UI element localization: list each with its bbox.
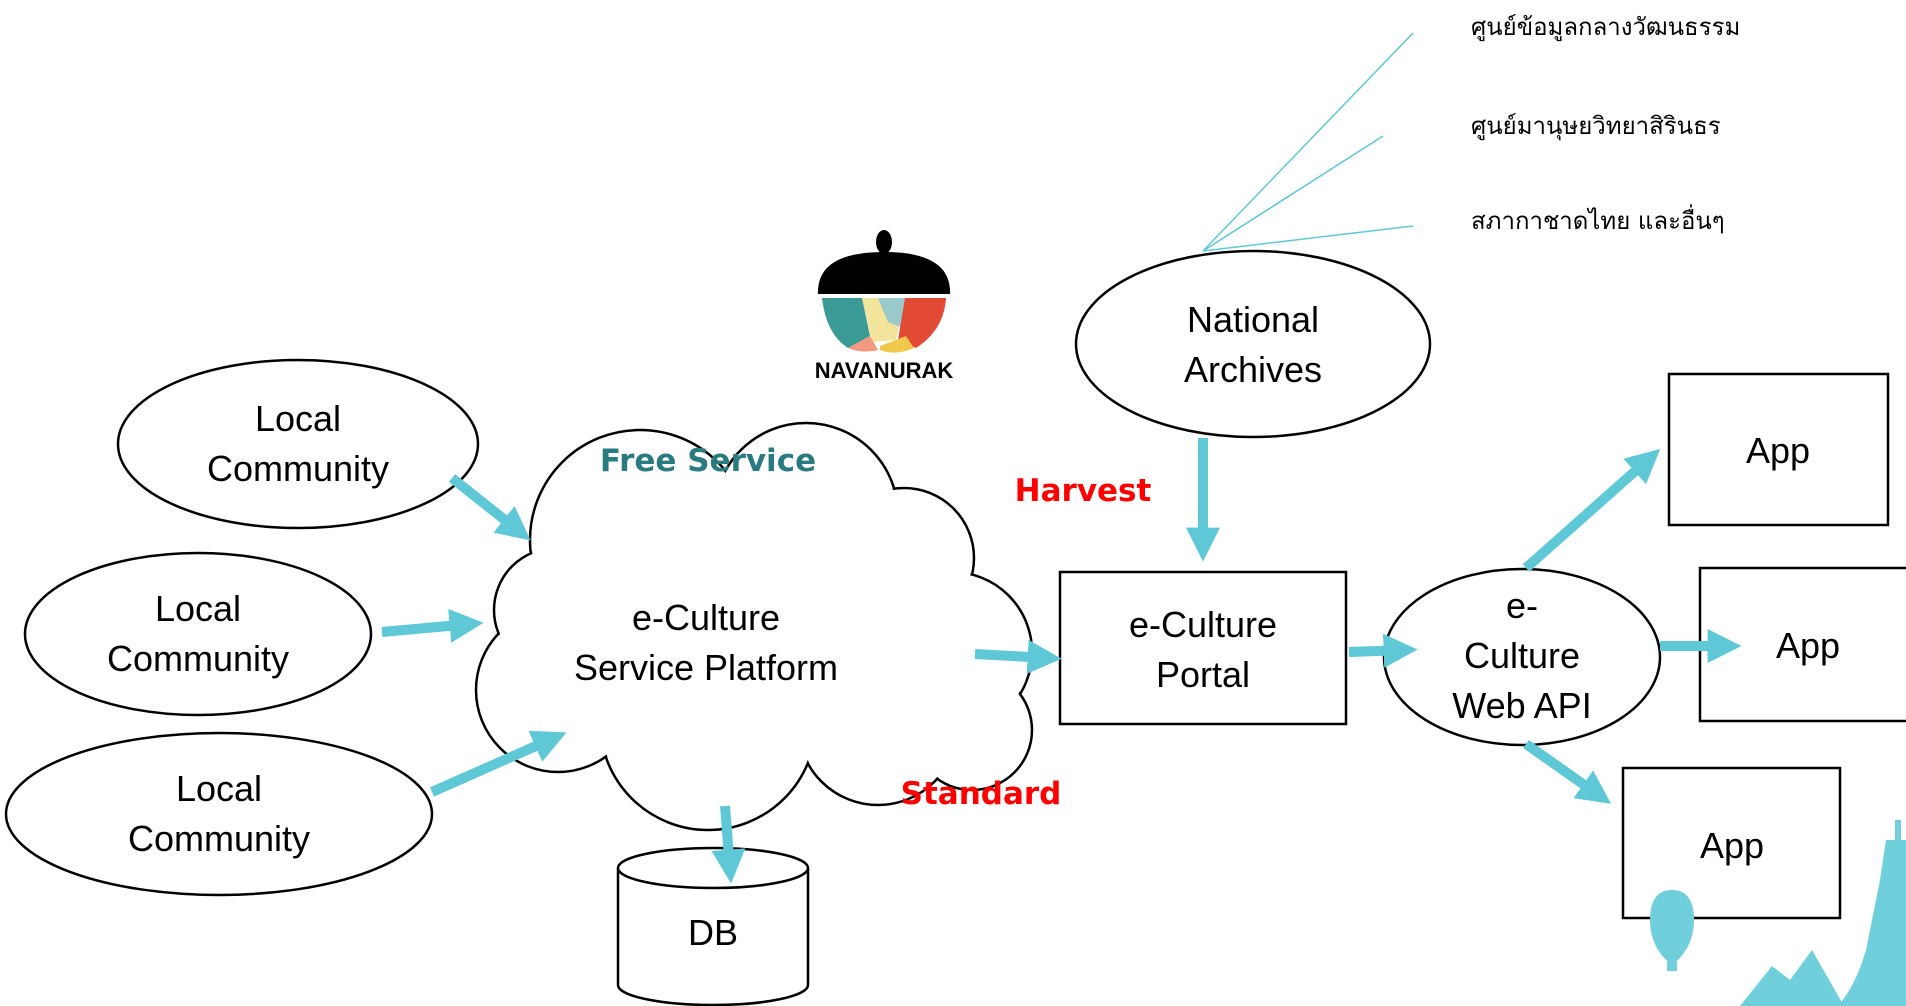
node-label: DB <box>688 912 738 953</box>
archive-member-lines <box>1202 32 1414 252</box>
arrow <box>448 474 531 541</box>
node-label: Portal <box>1156 654 1250 695</box>
node-label: Service Platform <box>574 647 838 688</box>
standard-tag: Standard <box>901 776 1062 812</box>
node-label: Web API <box>1452 685 1591 726</box>
logo-text: NAVANURAK <box>815 358 954 383</box>
decorative-travel-silhouettes <box>1650 820 1906 1006</box>
local-community-node: Local Community <box>23 551 373 717</box>
arrow <box>1522 448 1661 572</box>
arrow <box>429 730 567 797</box>
free-service-tag: Free Service <box>600 443 816 479</box>
national-archives-node: National Archives <box>1074 249 1432 439</box>
node-label: Local <box>255 398 341 439</box>
node-label: App <box>1746 430 1810 471</box>
flow-arrows <box>381 438 1742 884</box>
node-label: Community <box>128 818 310 859</box>
app-node: App <box>1667 372 1890 527</box>
node-label: Culture <box>1464 635 1580 676</box>
local-community-node: Local Community <box>116 358 480 530</box>
service-platform-cloud: e-Culture Service Platform <box>474 421 1034 832</box>
arrow <box>711 805 746 884</box>
web-api-node: e- Culture Web API <box>1382 567 1662 747</box>
arrow <box>1348 633 1418 668</box>
harvest-tag: Harvest <box>1015 473 1152 509</box>
arrow <box>381 608 484 643</box>
node-label: Community <box>107 638 289 679</box>
node-label: App <box>1776 625 1840 666</box>
navanurak-logo: NAVANURAK <box>815 230 954 383</box>
node-label: e-Culture <box>1129 604 1277 645</box>
archive-member-label: ศูนย์มานุษยวิทยาสิรินธร <box>1471 112 1721 141</box>
archive-member-label: สภากาชาดไทย และอื่นๆ <box>1471 204 1725 235</box>
node-label: Local <box>176 768 262 809</box>
node-label: e- <box>1506 585 1538 626</box>
arrow <box>1523 739 1612 804</box>
node-label: e-Culture <box>632 597 780 638</box>
node-label: Archives <box>1184 349 1322 390</box>
local-community-node: Local Community <box>4 731 434 897</box>
node-label: Community <box>207 448 389 489</box>
node-label: App <box>1700 825 1764 866</box>
portal-node: e-Culture Portal <box>1058 570 1348 726</box>
node-label: National <box>1187 299 1319 340</box>
archive-member-label: ศูนย์ข้อมูลกลางวัฒนธรรม <box>1471 13 1740 42</box>
db-cylinder: DB <box>616 846 810 1006</box>
node-label: Local <box>155 588 241 629</box>
app-node: App <box>1698 566 1906 723</box>
app-node: App <box>1621 766 1842 920</box>
arrow <box>974 639 1062 674</box>
